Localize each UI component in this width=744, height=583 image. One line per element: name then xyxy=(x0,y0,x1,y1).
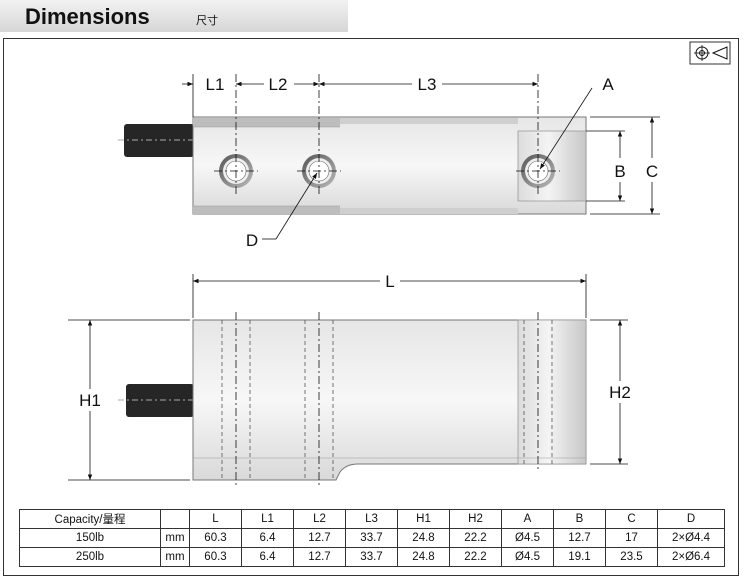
table-cell: 24.8 xyxy=(397,547,450,567)
table-cell: 33.7 xyxy=(345,547,398,567)
load-cell-body-side xyxy=(192,319,587,481)
table-cell: 12.7 xyxy=(553,528,606,548)
table-cell: mm xyxy=(160,528,190,548)
dim-label-l: L xyxy=(385,272,394,291)
table-header-cell: L1 xyxy=(241,509,294,529)
section-header: Dimensions 尺寸 xyxy=(0,0,348,32)
dim-label-l1: L1 xyxy=(206,75,225,94)
side-view: L H1 H2 xyxy=(68,270,636,488)
table-header-cell: Capacity/量程 xyxy=(19,509,161,529)
table-header-cell: L2 xyxy=(293,509,346,529)
section-subtitle: 尺寸 xyxy=(196,15,218,27)
table-header-cell: B xyxy=(553,509,606,529)
table-cell: 2×Ø4.4 xyxy=(657,528,725,548)
table-cell: mm xyxy=(160,547,190,567)
table-header-cell: A xyxy=(501,509,554,529)
dim-label-d: D xyxy=(246,231,258,250)
table-cell: Ø4.5 xyxy=(501,547,554,567)
table-header-cell: C xyxy=(605,509,658,529)
table-header-cell: L xyxy=(189,509,242,529)
top-view: L1 L2 L3 A B C D xyxy=(118,74,662,250)
table-cell: 22.2 xyxy=(449,528,502,548)
drawing-frame xyxy=(3,38,739,576)
table-header-cell xyxy=(160,509,190,529)
table-cell: 23.5 xyxy=(605,547,658,567)
specification-table: Capacity/量程 L L1 L2 L3 H1 H2 A B C D 150… xyxy=(19,509,725,567)
dim-label-a: A xyxy=(602,75,614,94)
table-cell: 2×Ø6.4 xyxy=(657,547,725,567)
table-cell: 60.3 xyxy=(189,547,242,567)
table-cell: 19.1 xyxy=(553,547,606,567)
dim-label-c: C xyxy=(646,162,658,181)
table-cell: Ø4.5 xyxy=(501,528,554,548)
table-cell: 12.7 xyxy=(293,528,346,548)
table-cell: 33.7 xyxy=(345,528,398,548)
table-row: 250lb mm 60.3 6.4 12.7 33.7 24.8 22.2 Ø4… xyxy=(19,547,725,567)
section-title: Dimensions xyxy=(25,4,150,29)
dim-label-l2: L2 xyxy=(269,75,288,94)
table-cell: 22.2 xyxy=(449,547,502,567)
table-cell: 17 xyxy=(605,528,658,548)
table-cell: 150lb xyxy=(19,528,161,548)
table-header-cell: H2 xyxy=(449,509,502,529)
dim-label-b: B xyxy=(614,162,625,181)
table-header-row: Capacity/量程 L L1 L2 L3 H1 H2 A B C D xyxy=(19,509,725,529)
cable xyxy=(124,124,194,157)
projection-symbol-icon xyxy=(689,41,731,65)
dim-label-h1: H1 xyxy=(79,391,101,410)
dim-label-l3: L3 xyxy=(418,75,437,94)
table-cell: 250lb xyxy=(19,547,161,567)
table-header-cell: D xyxy=(657,509,725,529)
table-row: 150lb mm 60.3 6.4 12.7 33.7 24.8 22.2 Ø4… xyxy=(19,528,725,548)
table-header-cell: H1 xyxy=(397,509,450,529)
dim-label-h2: H2 xyxy=(609,383,631,402)
table-cell: 6.4 xyxy=(241,547,294,567)
table-cell: 60.3 xyxy=(189,528,242,548)
table-cell: 12.7 xyxy=(293,547,346,567)
table-cell: 24.8 xyxy=(397,528,450,548)
table-header-cell: L3 xyxy=(345,509,398,529)
table-cell: 6.4 xyxy=(241,528,294,548)
